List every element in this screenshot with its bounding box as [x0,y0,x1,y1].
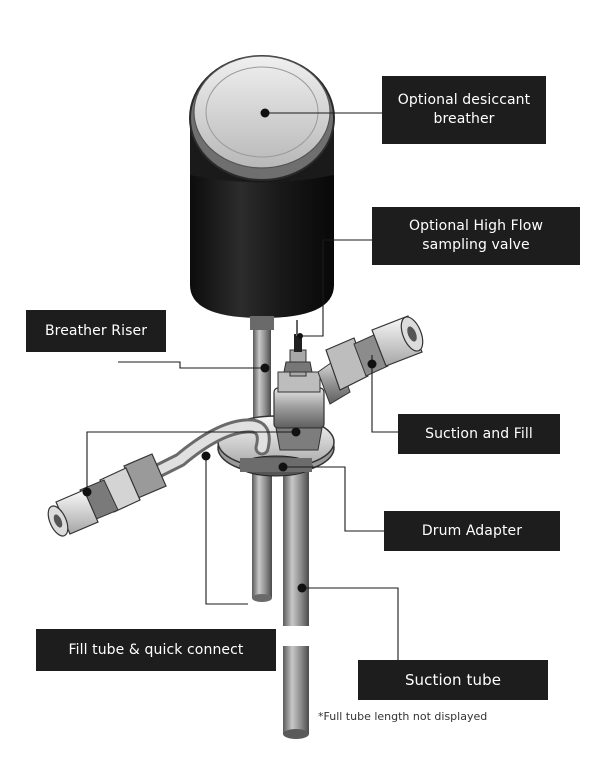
callout-high-flow-valve: Optional High Flow sampling valve [372,207,580,265]
callout-breather-riser: Breather Riser [26,310,166,352]
suction-tubes [252,470,319,739]
callout-drum-adapter-label: Drum Adapter [421,522,523,539]
callout-drum-adapter: Drum Adapter [384,511,560,551]
leader-lines [86,112,399,660]
suction-fill-fitting [273,371,325,451]
sampling-valve [283,320,313,377]
breather-riser [253,330,271,420]
callout-desiccant-breather: Optional desiccant breather [382,76,546,144]
fill-tube-assembly [47,418,271,537]
callout-high-flow-valve-line1: Optional High Flow [408,218,544,234]
footnote: *Full tube length not displayed [318,710,488,723]
leader-dots [82,108,377,593]
callout-suction-fill-label: Suction and Fill [425,425,533,442]
callout-breather-riser-label: Breather Riser [44,322,148,339]
callout-suction-tube-label: Suction tube [404,670,502,689]
callout-high-flow-valve-line2: sampling valve [422,237,530,253]
callout-fill-tube-label: Fill tube & quick connect [68,641,244,658]
callout-fill-tube: Fill tube & quick connect [36,629,276,671]
desiccant-breather [189,55,335,330]
callout-desiccant-breather-line1: Optional desiccant [397,92,531,108]
callout-desiccant-breather-line2: breather [433,111,495,127]
right-quick-connect [317,315,424,405]
callout-suction-tube: Suction tube [358,660,548,700]
callout-suction-fill: Suction and Fill [398,414,560,454]
